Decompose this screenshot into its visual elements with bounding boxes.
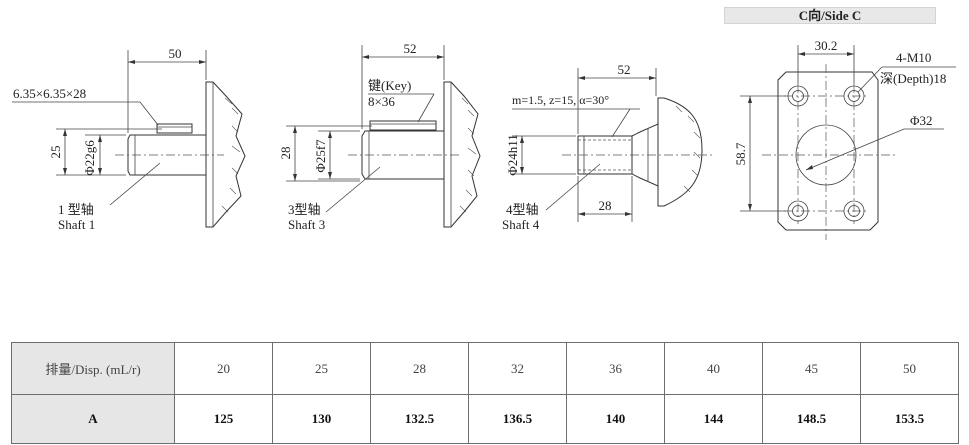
table-cell: 40 (664, 342, 763, 395)
shaft-1-label-en: Shaft 1 (58, 217, 95, 232)
table-cell: 32 (468, 342, 567, 395)
side-c-view: 30.2 4-M10 深(Depth)18 Φ32 58.7 (733, 38, 956, 240)
table-cell: 20 (174, 342, 273, 395)
shaft-4-spline-spec: m=1.5, z=15, α=30° (512, 93, 609, 107)
table-cell: 25 (272, 342, 371, 395)
shaft-3-height-dim: 28 (278, 147, 293, 160)
spec-table: 排量/Disp. (mL/r) 20 25 28 32 36 40 45 50 … (11, 342, 959, 444)
table-cell: 148.5 (762, 394, 861, 444)
table-cell: 45 (762, 342, 861, 395)
shaft-1-height-dim: 25 (48, 146, 63, 159)
table-cell: 140 (566, 394, 665, 444)
side-c-thread: 4-M10 (896, 50, 931, 65)
shaft-1-key-size: 6.35×6.35×28 (13, 86, 86, 101)
shaft-4-label-cn: 4型轴 (506, 202, 539, 217)
side-c-title: C向/Side C (724, 7, 936, 24)
shaft-1-diameter: Φ22g6 (82, 140, 97, 176)
table-cell: 153.5 (860, 394, 959, 444)
shaft-1-view: 50 6.35×6.35×28 25 Φ22g6 1 型轴 Shaft 1 (12, 46, 246, 232)
row-header-a: A (11, 394, 175, 444)
shaft-3-label-cn: 3型轴 (288, 202, 321, 217)
shaft-3-label-en: Shaft 3 (288, 217, 325, 232)
table-cell: 132.5 (370, 394, 469, 444)
shaft-1-label-cn: 1 型轴 (58, 202, 94, 217)
table-cell: 130 (272, 394, 371, 444)
shaft-1-length-dim: 50 (169, 46, 182, 61)
shaft-3-length-dim: 52 (404, 41, 417, 56)
table-row-a: A 125 130 132.5 136.5 140 144 148.5 153.… (11, 394, 959, 444)
shaft-4-length-dim: 52 (618, 62, 631, 77)
shaft-3-diameter: Φ25f7 (313, 139, 328, 173)
table-cell: 125 (174, 394, 273, 444)
side-c-height-dim: 58.7 (733, 142, 748, 165)
shaft-4-view: 52 m=1.5, z=15, α=30° Φ24h11 28 4型轴 Shaf… (502, 62, 712, 232)
table-cell: 36 (566, 342, 665, 395)
table-row-displacement: 排量/Disp. (mL/r) 20 25 28 32 36 40 45 50 (11, 342, 959, 395)
table-cell: 50 (860, 342, 959, 395)
shaft-3-key-label: 键(Key) (368, 78, 411, 93)
shaft-4-label-en: Shaft 4 (502, 217, 540, 232)
shaft-4-diameter: Φ24h11 (505, 134, 520, 176)
side-c-depth: 深(Depth)18 (880, 71, 946, 86)
table-cell: 136.5 (468, 394, 567, 444)
side-c-top-dim: 30.2 (815, 38, 838, 53)
shaft-3-view: 52 键(Key) 8×36 28 Φ25f7 3型轴 Shaft 3 (278, 41, 481, 232)
row-header-displacement: 排量/Disp. (mL/r) (11, 342, 175, 395)
table-cell: 28 (370, 342, 469, 395)
technical-drawing: 50 6.35×6.35×28 25 Φ22g6 1 型轴 Shaft 1 (12, 38, 956, 240)
shaft-3-key-size: 8×36 (368, 94, 395, 109)
table-cell: 144 (664, 394, 763, 444)
shaft-4-spline-length-dim: 28 (599, 198, 612, 213)
side-c-bore: Φ32 (910, 113, 933, 128)
